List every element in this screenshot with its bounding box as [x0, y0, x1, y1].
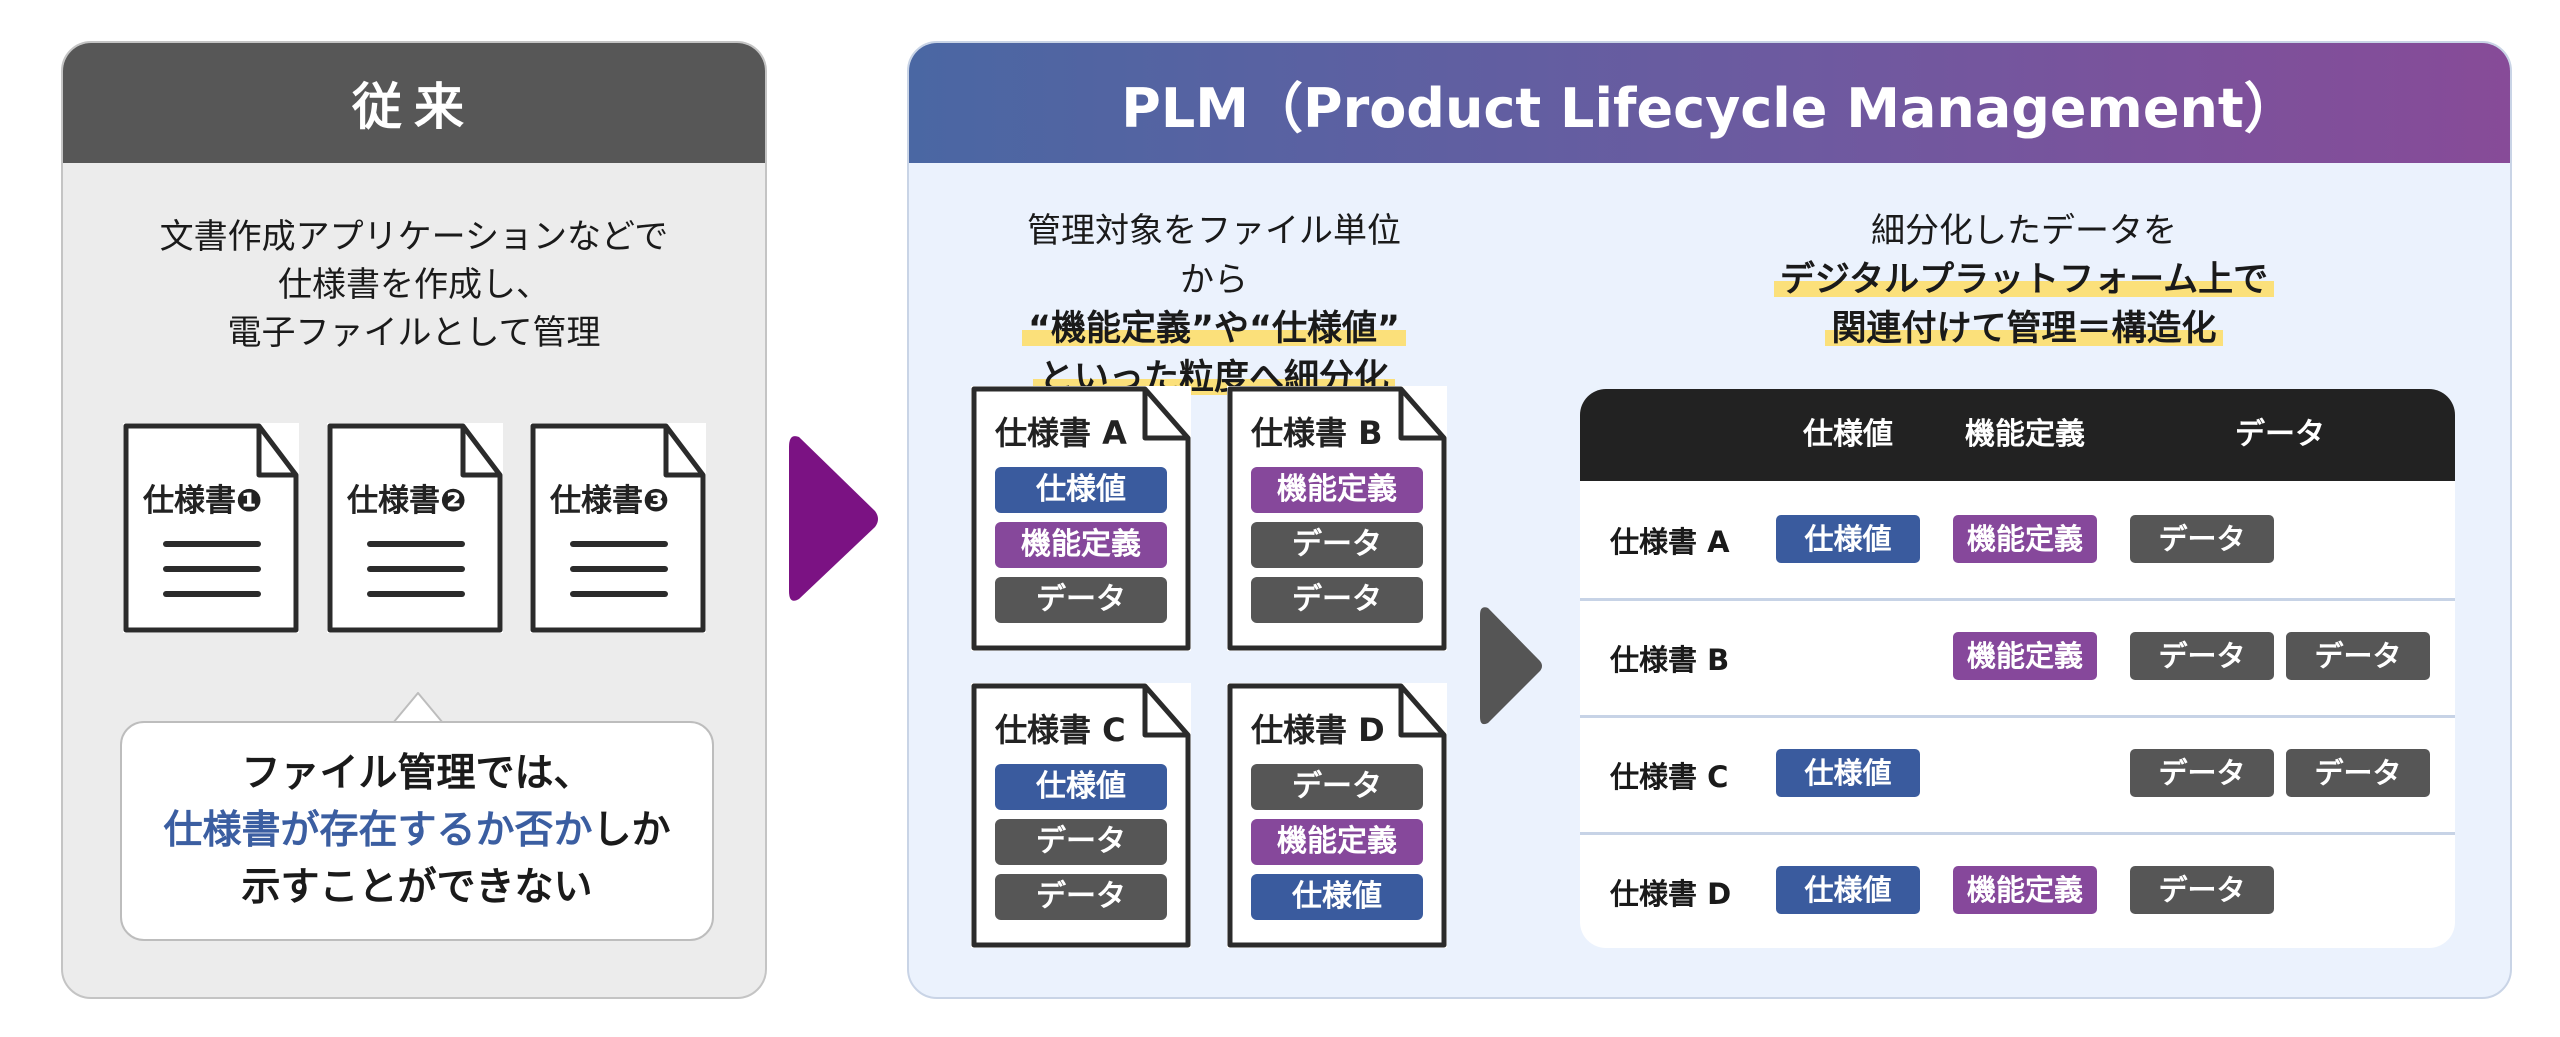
data-chip: データ: [1251, 522, 1423, 568]
column-header-function-definition: 機能定義: [1965, 417, 2085, 452]
document-label: 仕様書 D: [1251, 711, 1385, 749]
description-line: 文書作成アプリケーションなどで: [159, 217, 669, 257]
spec-value-chip: 仕様値: [1776, 515, 1920, 563]
structured-data-table: 仕様値 機能定義 データ 仕様書 A 仕様値 機能定義 データ 仕様書 B 機能…: [1580, 389, 2455, 948]
spec-value-chip: 仕様値: [995, 467, 1167, 513]
spec-document-c: 仕様書 C 仕様値 データ データ: [971, 683, 1191, 948]
conventional-header: 従来: [63, 43, 765, 163]
row-label: 仕様書 D: [1610, 877, 1732, 911]
file-icon: [530, 423, 706, 633]
document-icon: 仕様書❶: [123, 423, 299, 633]
function-definition-chip: 機能定義: [1251, 467, 1423, 513]
caption-highlight: “機能定義”や“仕様値”: [1021, 309, 1406, 349]
file-icon: [327, 423, 503, 633]
plm-header: PLM（Product Lifecycle Management）: [909, 43, 2510, 163]
spec-document-d: 仕様書 D データ 機能定義 仕様値: [1227, 683, 1447, 948]
spec-value-chip: 仕様値: [995, 764, 1167, 810]
arrow-right-icon: [1480, 607, 1542, 725]
data-chip: データ: [2130, 866, 2274, 914]
table-row: 仕様書 D 仕様値 機能定義 データ: [1580, 832, 2455, 948]
speech-bubble: ファイル管理では、 仕様書が存在するか否かしか 示すことができない: [120, 721, 714, 941]
column-header-data: データ: [2235, 417, 2325, 452]
spec-document-a: 仕様書 A 仕様値 機能定義 データ: [971, 386, 1191, 651]
document-label: 仕様書 C: [995, 711, 1126, 749]
conventional-description: 文書作成アプリケーションなどで 仕様書を作成し、 電子ファイルとして管理: [63, 213, 765, 357]
data-chip: データ: [995, 874, 1167, 920]
table-header: 仕様値 機能定義 データ: [1580, 389, 2455, 481]
function-definition-chip: 機能定義: [1953, 515, 2097, 563]
spec-value-chip: 仕様値: [1776, 749, 1920, 797]
text-lines-icon: [163, 541, 261, 616]
file-icon: [123, 423, 299, 633]
data-chip: データ: [995, 819, 1167, 865]
data-chip: データ: [1251, 577, 1423, 623]
data-chip: データ: [2130, 749, 2274, 797]
data-chip: データ: [995, 577, 1167, 623]
bubble-line: 示すことができない: [241, 865, 593, 910]
document-label: 仕様書 B: [1251, 414, 1383, 452]
spec-document-b: 仕様書 B 機能定義 データ データ: [1227, 386, 1447, 651]
spec-value-chip: 仕様値: [1776, 866, 1920, 914]
table-row: 仕様書 A 仕様値 機能定義 データ: [1580, 481, 2455, 598]
column-header-spec-value: 仕様値: [1803, 417, 1893, 452]
bubble-line: 仕様書が存在するか否かしか: [122, 802, 712, 859]
table-row: 仕様書 C 仕様値 データ データ: [1580, 715, 2455, 832]
row-label: 仕様書 A: [1610, 524, 1730, 559]
structuring-caption: 細分化したデータを デジタルプラットフォーム上で 関連付けて管理＝構造化: [1749, 207, 2299, 354]
data-chip: データ: [1251, 764, 1423, 810]
table-row: 仕様書 B 機能定義 データ データ: [1580, 598, 2455, 715]
document-icon: 仕様書❷: [327, 423, 503, 633]
document-label: 仕様書❶: [143, 483, 263, 519]
spec-value-chip: 仕様値: [1251, 874, 1423, 920]
function-definition-chip: 機能定義: [1953, 632, 2097, 680]
bubble-line: ファイル管理では、: [241, 751, 593, 796]
caption-line: 管理対象をファイル単位から: [1027, 211, 1401, 300]
bubble-text: しか: [592, 808, 671, 853]
data-chip: データ: [2130, 632, 2274, 680]
arrow-right-icon: [789, 436, 878, 601]
description-line: 電子ファイルとして管理: [227, 313, 601, 353]
text-lines-icon: [367, 541, 465, 616]
data-chip: データ: [2286, 632, 2430, 680]
speech-bubble-tail: [393, 692, 443, 724]
document-label: 仕様書❸: [550, 483, 670, 519]
granularity-caption: 管理対象をファイル単位から “機能定義”や“仕様値” といった粒度へ細分化: [1019, 207, 1409, 403]
function-definition-chip: 機能定義: [1251, 819, 1423, 865]
row-label: 仕様書 C: [1610, 760, 1729, 794]
data-chip: データ: [2130, 515, 2274, 563]
function-definition-chip: 機能定義: [995, 522, 1167, 568]
data-chip: データ: [2286, 749, 2430, 797]
text-lines-icon: [570, 541, 668, 616]
document-label: 仕様書 A: [995, 414, 1127, 452]
function-definition-chip: 機能定義: [1953, 866, 2097, 914]
document-icon: 仕様書❸: [530, 423, 706, 633]
conventional-panel: 従来 文書作成アプリケーションなどで 仕様書を作成し、 電子ファイルとして管理 …: [61, 41, 767, 999]
caption-highlight: 関連付けて管理＝構造化: [1825, 309, 2223, 349]
row-label: 仕様書 B: [1610, 643, 1730, 677]
description-line: 仕様書を作成し、: [278, 265, 550, 305]
caption-highlight: デジタルプラットフォーム上で: [1773, 260, 2275, 300]
bubble-highlight: 仕様書が存在するか否か: [163, 808, 593, 853]
caption-line: 細分化したデータを: [1871, 211, 2177, 251]
document-label: 仕様書❷: [347, 483, 467, 519]
